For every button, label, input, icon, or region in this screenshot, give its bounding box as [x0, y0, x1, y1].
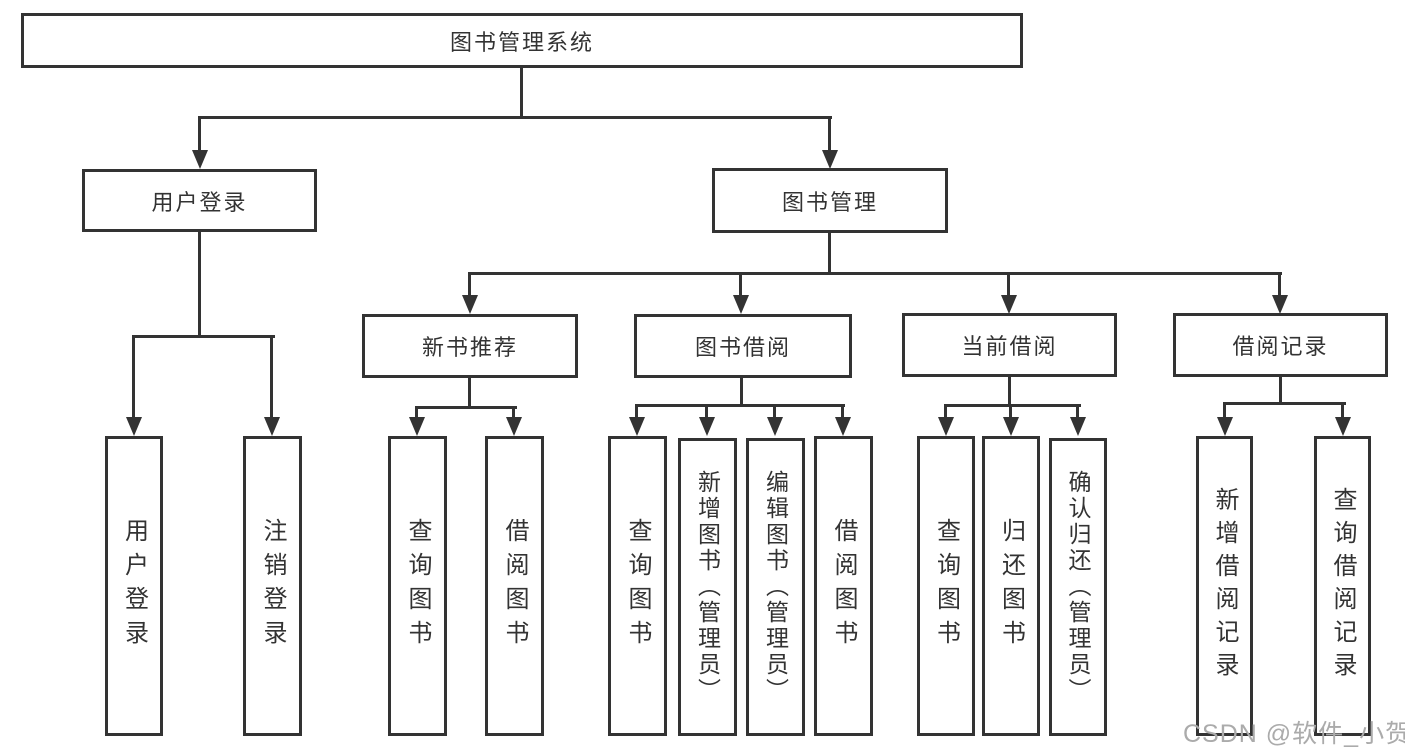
- connector-record-stub: [1341, 402, 1344, 419]
- connector-borrow-stub: [705, 404, 708, 419]
- arrow-down-icon: [767, 417, 783, 436]
- node-br-add-record: 新增借阅记录: [1196, 436, 1253, 736]
- node-cb-return-book: 归还图书: [982, 436, 1040, 736]
- connector-record-stem: [1279, 377, 1282, 405]
- node-nb-borrow-book: 借阅图书: [485, 436, 544, 736]
- connector-borrow-spread: [635, 404, 845, 407]
- arrow-down-icon: [629, 417, 645, 436]
- connector-current-stub: [944, 404, 947, 419]
- arrow-down-icon: [126, 417, 142, 436]
- node-borrow-record: 借阅记录: [1173, 313, 1388, 377]
- connector-root-right-stub: [828, 116, 831, 152]
- arrow-down-icon: [409, 417, 425, 436]
- connector-current-stub: [1076, 404, 1079, 419]
- arrow-down-icon: [733, 295, 749, 314]
- connector-mgmt-stem: [828, 233, 831, 275]
- connector-mgmt-spread: [468, 272, 1282, 275]
- connector-rec-stem: [468, 378, 471, 409]
- arrow-down-icon: [699, 417, 715, 436]
- node-cb-confirm-return: 确认归还（管理员）: [1049, 438, 1107, 736]
- node-ul-logout: 注销登录: [243, 436, 302, 736]
- node-current-borrow: 当前借阅: [902, 313, 1117, 377]
- arrow-down-icon: [264, 417, 280, 436]
- watermark-text: CSDN @软件_小贺同学: [1183, 720, 1405, 747]
- arrow-down-icon: [192, 150, 208, 169]
- connector-login-stub: [132, 335, 135, 419]
- arrow-down-icon: [938, 417, 954, 436]
- node-ul-user-login: 用户登录: [105, 436, 163, 736]
- node-bb-query-book: 查询图书: [608, 436, 667, 736]
- connector-root-left-stub: [198, 116, 201, 152]
- connector-borrow-stub: [773, 404, 776, 419]
- connector-mgmt-stub: [468, 272, 471, 296]
- arrow-down-icon: [1003, 417, 1019, 436]
- node-bb-add-book: 新增图书（管理员）: [678, 438, 737, 736]
- connector-current-spread: [944, 404, 1081, 407]
- arrow-down-icon: [835, 417, 851, 436]
- arrow-down-icon: [1070, 417, 1086, 436]
- connector-current-stub: [1009, 404, 1012, 419]
- connector-current-stem: [1008, 377, 1011, 407]
- connector-mgmt-stub: [1007, 272, 1010, 296]
- node-book-borrow: 图书借阅: [634, 314, 852, 378]
- connector-record-stub: [1223, 402, 1226, 419]
- node-br-query-record: 查询借阅记录: [1314, 436, 1371, 736]
- arrow-down-icon: [1217, 417, 1233, 436]
- connector-borrow-stub: [635, 404, 638, 419]
- arrow-down-icon: [462, 295, 478, 314]
- connector-mgmt-stub: [1278, 272, 1281, 296]
- connector-record-spread: [1223, 402, 1346, 405]
- connector-root-spread: [198, 116, 832, 119]
- arrow-down-icon: [1272, 295, 1288, 314]
- connector-mgmt-stub: [739, 272, 742, 296]
- node-bb-edit-book: 编辑图书（管理员）: [746, 438, 805, 736]
- connector-login-spread: [132, 335, 275, 338]
- node-root: 图书管理系统: [21, 13, 1023, 68]
- connector-rec-stub: [415, 406, 418, 419]
- connector-rec-spread: [415, 406, 517, 409]
- connector-rec-stub: [512, 406, 515, 419]
- node-cb-query-book: 查询图书: [917, 436, 975, 736]
- node-bb-borrow-book: 借阅图书: [814, 436, 873, 736]
- connector-root-stem: [520, 68, 523, 119]
- connector-login-stem: [198, 232, 201, 338]
- arrow-down-icon: [822, 150, 838, 169]
- node-user-login: 用户登录: [82, 169, 317, 232]
- connector-login-stub: [270, 335, 273, 419]
- node-new-book-rec: 新书推荐: [362, 314, 578, 378]
- node-nb-query-book: 查询图书: [388, 436, 447, 736]
- node-book-mgmt: 图书管理: [712, 168, 948, 233]
- arrow-down-icon: [1001, 295, 1017, 314]
- arrow-down-icon: [1335, 417, 1351, 436]
- connector-borrow-stub: [841, 404, 844, 419]
- connector-borrow-stem: [740, 378, 743, 407]
- arrow-down-icon: [506, 417, 522, 436]
